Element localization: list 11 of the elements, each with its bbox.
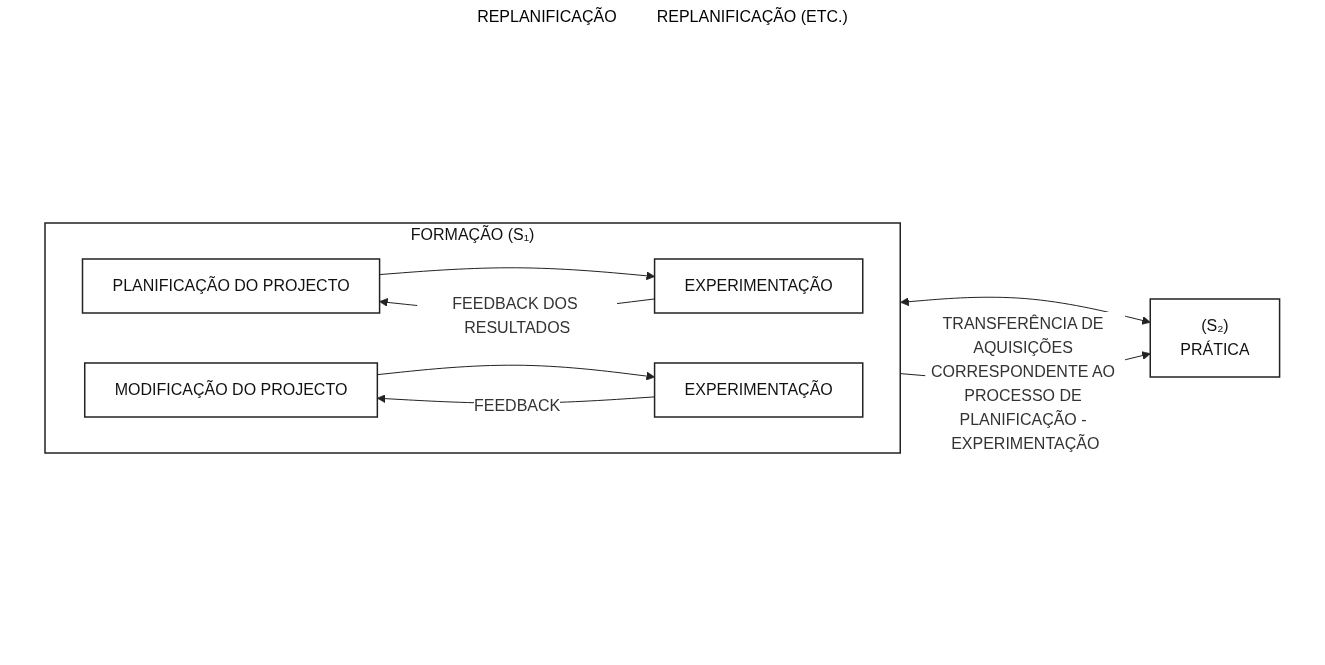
edge-label: TRANSFERÊNCIA DE AQUISIÇÕES CORRESPONDENTE AO PROCESSO DE PLANIFICAÇÃO - EXPERIMENTAÇÃO [931, 314, 1116, 452]
node-box: (S₂) PRÁTICA [1149, 297, 1281, 378]
section-heading: REPLANIFICAÇÃO (ETC.) [656, 8, 848, 26]
node-box: EXPERIMENTAÇÃO [654, 361, 864, 418]
node-box: MODIFICAÇÃO DO PROJECTO [84, 361, 379, 418]
edge-label: FEEDBACK DOS RESULTADOS [452, 294, 578, 336]
edge-label: FEEDBACK [474, 396, 561, 414]
arrow [900, 296, 1151, 325]
node-box: PLANIFICAÇÃO DO PROJECTO [81, 257, 381, 314]
node-box: EXPERIMENTAÇÃO [654, 257, 864, 314]
section-heading: REPLANIFICAÇÃO [477, 8, 617, 26]
